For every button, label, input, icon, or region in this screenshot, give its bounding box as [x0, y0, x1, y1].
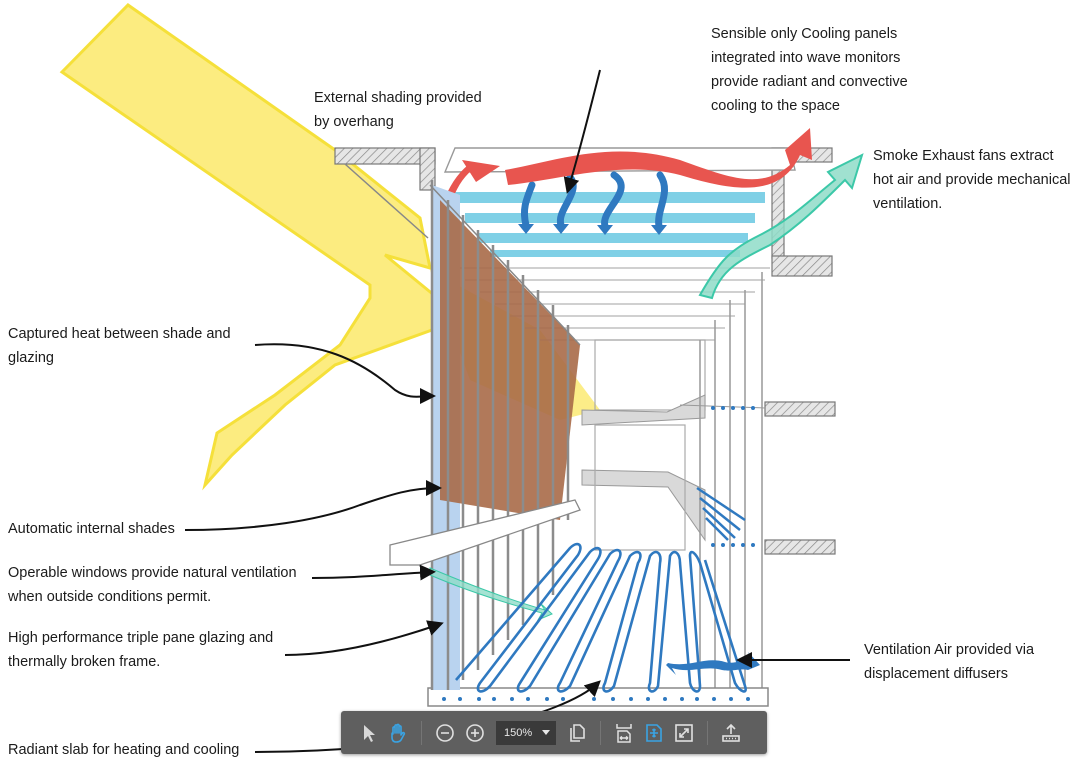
slab-diffuser-dots: [442, 697, 750, 701]
label-internal-shades: Automatic internal shades: [8, 521, 175, 537]
zoom-level-value: 150%: [504, 726, 533, 739]
expand-icon: [675, 723, 693, 742]
label-smoke-exhaust: Smoke Exhaust fans extract hot air and p…: [873, 148, 1071, 212]
fit-page-button[interactable]: [639, 718, 669, 748]
page-thumbnails-button[interactable]: [562, 718, 592, 748]
label-operable-windows: Operable windows provide natural ventila…: [8, 565, 297, 605]
pages-icon: [570, 723, 585, 742]
fit-width-icon: [616, 723, 632, 743]
toolbar-separator: [421, 720, 422, 745]
zoom-in-button[interactable]: [460, 718, 490, 748]
chevron-down-icon: [542, 730, 550, 735]
fullscreen-button[interactable]: [669, 718, 699, 748]
label-glazing: High performance triple pane glazing and…: [8, 630, 274, 670]
cool-air-arrowheads: [518, 224, 667, 235]
arrow-pointer-icon: [364, 724, 375, 742]
label-captured-heat: Captured heat between shade and glazing: [8, 326, 231, 366]
label-radiant-slab: Radiant slab for heating and cooling: [8, 742, 240, 758]
fit-width-button[interactable]: [609, 718, 639, 748]
upload-icon: [722, 723, 740, 742]
plus-circle-icon: [466, 723, 484, 742]
select-tool-button[interactable]: [353, 718, 383, 748]
facade: [389, 180, 581, 690]
zoom-out-button[interactable]: [430, 718, 460, 748]
hand-icon: [391, 723, 406, 743]
toolbar-separator: [707, 720, 708, 745]
label-external-shading: External shading provided by overhang: [314, 90, 482, 130]
toolbar-separator: [600, 720, 601, 745]
viewer-toolbar: 150%: [341, 711, 767, 754]
hand-tool-button[interactable]: [383, 718, 413, 748]
zoom-level-dropdown[interactable]: 150%: [496, 720, 556, 745]
radiant-slab-pipes: [455, 542, 747, 693]
fit-page-icon: [646, 723, 662, 742]
label-cooling-panels: Sensible only Cooling panels integrated …: [711, 26, 908, 114]
displacement-air-arrow: [666, 652, 760, 675]
cool-air-arrows: [520, 171, 668, 230]
export-button[interactable]: [716, 718, 746, 748]
exhaust-air-arrow: [698, 153, 864, 300]
label-ventilation-air: Ventilation Air provided via displacemen…: [864, 642, 1035, 682]
minus-circle-icon: [436, 723, 454, 742]
leader-lines: [184, 69, 850, 753]
cooling-panels: [447, 192, 765, 257]
